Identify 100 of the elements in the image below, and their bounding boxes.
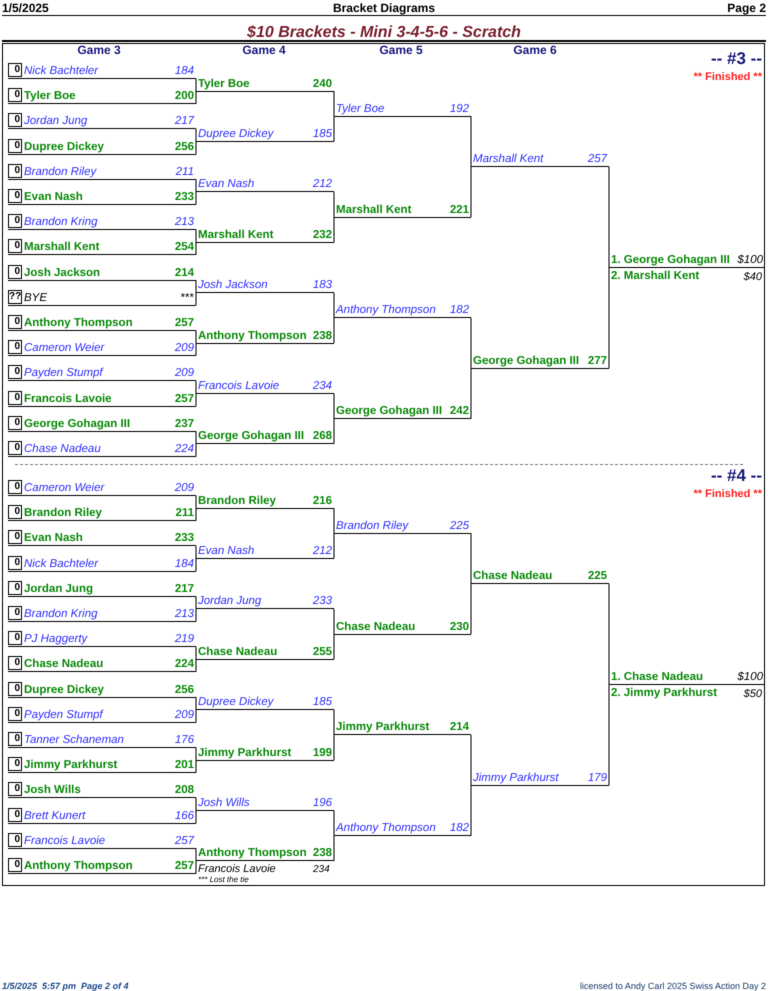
status-text: ** Finished **: [694, 70, 762, 84]
seed-field: 0: [8, 264, 22, 279]
bracket-slot: [8, 315, 196, 331]
bowler-score: 213: [174, 215, 194, 230]
bowler-name: Francois Lavoie: [24, 392, 112, 406]
bracket-slot: [334, 820, 471, 836]
bracket-slot: [334, 518, 471, 534]
bowler-name: George Gohagan III: [473, 354, 580, 368]
bracket-slot: [8, 214, 196, 230]
bracket-slot: [8, 480, 196, 496]
bowler-score: 200: [174, 89, 194, 104]
bowler-score: 224: [174, 442, 194, 456]
bowler-name: Anthony Thompson: [336, 821, 436, 836]
seed-field: 0: [8, 606, 22, 620]
bowler-name: Anthony Thompson: [24, 316, 133, 330]
bracket-slot: [196, 593, 334, 610]
bracket-slot: [8, 416, 196, 432]
bowler-name: Jimmy Parkhurst: [336, 720, 430, 734]
bowler-score: 214: [450, 720, 469, 734]
bracket-line: [608, 684, 610, 786]
bracket-line: [470, 166, 472, 218]
seed-field: 0: [8, 416, 22, 430]
bowler-score: 255: [312, 644, 332, 659]
bracket-slot: [334, 403, 471, 420]
bracket-slot: [8, 63, 196, 79]
bowler-score: 179: [588, 770, 607, 785]
bowler-score: 224: [174, 657, 194, 672]
footer-text: licensed to Andy Carl 2025 Swiss Action Day 2: [580, 980, 766, 991]
seed-field: 0: [8, 214, 22, 228]
page-number: Page 2: [727, 1, 766, 15]
bracket-slot: [8, 858, 196, 874]
bracket-slot: [196, 126, 334, 142]
bracket-slot: [8, 189, 196, 205]
seed-field: 0: [8, 706, 22, 721]
bowler-score: 256: [174, 682, 194, 697]
bowler-name: Tyler Boe: [24, 89, 76, 104]
bracket-slot: [471, 770, 609, 786]
bowler-score: 176: [174, 733, 194, 747]
bowler-name: Josh Wills: [198, 796, 250, 810]
footer-text: 1/5/2025 5:57 pm Page 2 of 4: [2, 980, 129, 991]
seed-field: 0: [8, 556, 22, 570]
bowler-name: Dupree Dickey: [24, 682, 104, 697]
bowler-score: 208: [174, 783, 194, 798]
bracket-slot: [609, 252, 765, 268]
column-heading: Game 3: [77, 43, 121, 57]
bowler-name: Brandon Riley: [24, 506, 102, 520]
bowler-score: 277: [588, 354, 607, 368]
bracket-slot: [8, 264, 196, 281]
bowler-name: Chase Nadeau: [336, 620, 416, 634]
bracket-slot: [471, 568, 609, 584]
bowler-score: 234: [312, 379, 332, 393]
bowler-name: Brandon Kring: [24, 607, 98, 621]
bowler-score: 233: [174, 531, 194, 546]
bracket-slot: [196, 378, 334, 394]
bowler-score: 219: [174, 632, 194, 646]
bowler-name: Chase Nadeau: [473, 569, 552, 584]
bowler-score: 256: [174, 140, 194, 154]
bracket-slot: [196, 492, 334, 509]
bracket-line: [470, 317, 472, 369]
bowler-name: Marshall Kent: [473, 152, 544, 166]
bowler-name: Brandon Riley: [198, 494, 276, 508]
bowler-score: 257: [174, 859, 194, 873]
bracket-slot: [196, 744, 334, 761]
bracket-slot: [8, 164, 196, 180]
bowler-name: 1. George Gohagan III: [611, 253, 730, 267]
bracket-number: -- #4 --: [711, 469, 762, 483]
bracket-slot: [196, 543, 334, 559]
bracket-slot: [196, 428, 334, 444]
seed-field: 0: [8, 88, 22, 102]
bowler-name: Jordan Jung: [24, 114, 88, 128]
seed-field: 0: [8, 365, 22, 380]
bowler-score: 212: [312, 544, 332, 558]
bracket-line: [608, 583, 610, 685]
bracket-slot: [8, 365, 196, 382]
bracket-line: [470, 784, 472, 836]
bowler-name: George Gohagan III: [24, 416, 130, 431]
seed-field: 0: [8, 782, 22, 796]
bowler-name: Nick Bachteler: [24, 556, 98, 571]
seed-field: 0: [8, 340, 22, 354]
bracket-line: [608, 166, 610, 268]
bracket-slot: [334, 302, 471, 318]
runner-up-name: 2. Jimmy Parkhurst: [611, 686, 718, 700]
bowler-score: 257: [174, 316, 194, 330]
bracket-line: [470, 583, 472, 635]
bracket-slot: [8, 239, 196, 256]
bracket-slot: [8, 631, 196, 648]
page-heading: Bracket Diagrams: [332, 1, 436, 15]
bowler-score: 196: [312, 796, 332, 810]
bracket-slot: [8, 88, 196, 104]
bowler-name: Marshall Kent: [198, 228, 274, 242]
bowler-name: PJ Haggerty: [24, 632, 88, 646]
seed-field: 0: [8, 682, 22, 696]
seed-field: ??: [8, 290, 22, 304]
bowler-name: Brandon Kring: [24, 215, 98, 230]
column-heading: Game 5: [379, 43, 423, 57]
bowler-score: 240: [312, 76, 332, 91]
bowler-name: Chase Nadeau: [24, 657, 104, 672]
bowler-score: 257: [174, 392, 194, 406]
bowler-score: 211: [176, 164, 194, 179]
bowler-score: 212: [312, 177, 332, 192]
